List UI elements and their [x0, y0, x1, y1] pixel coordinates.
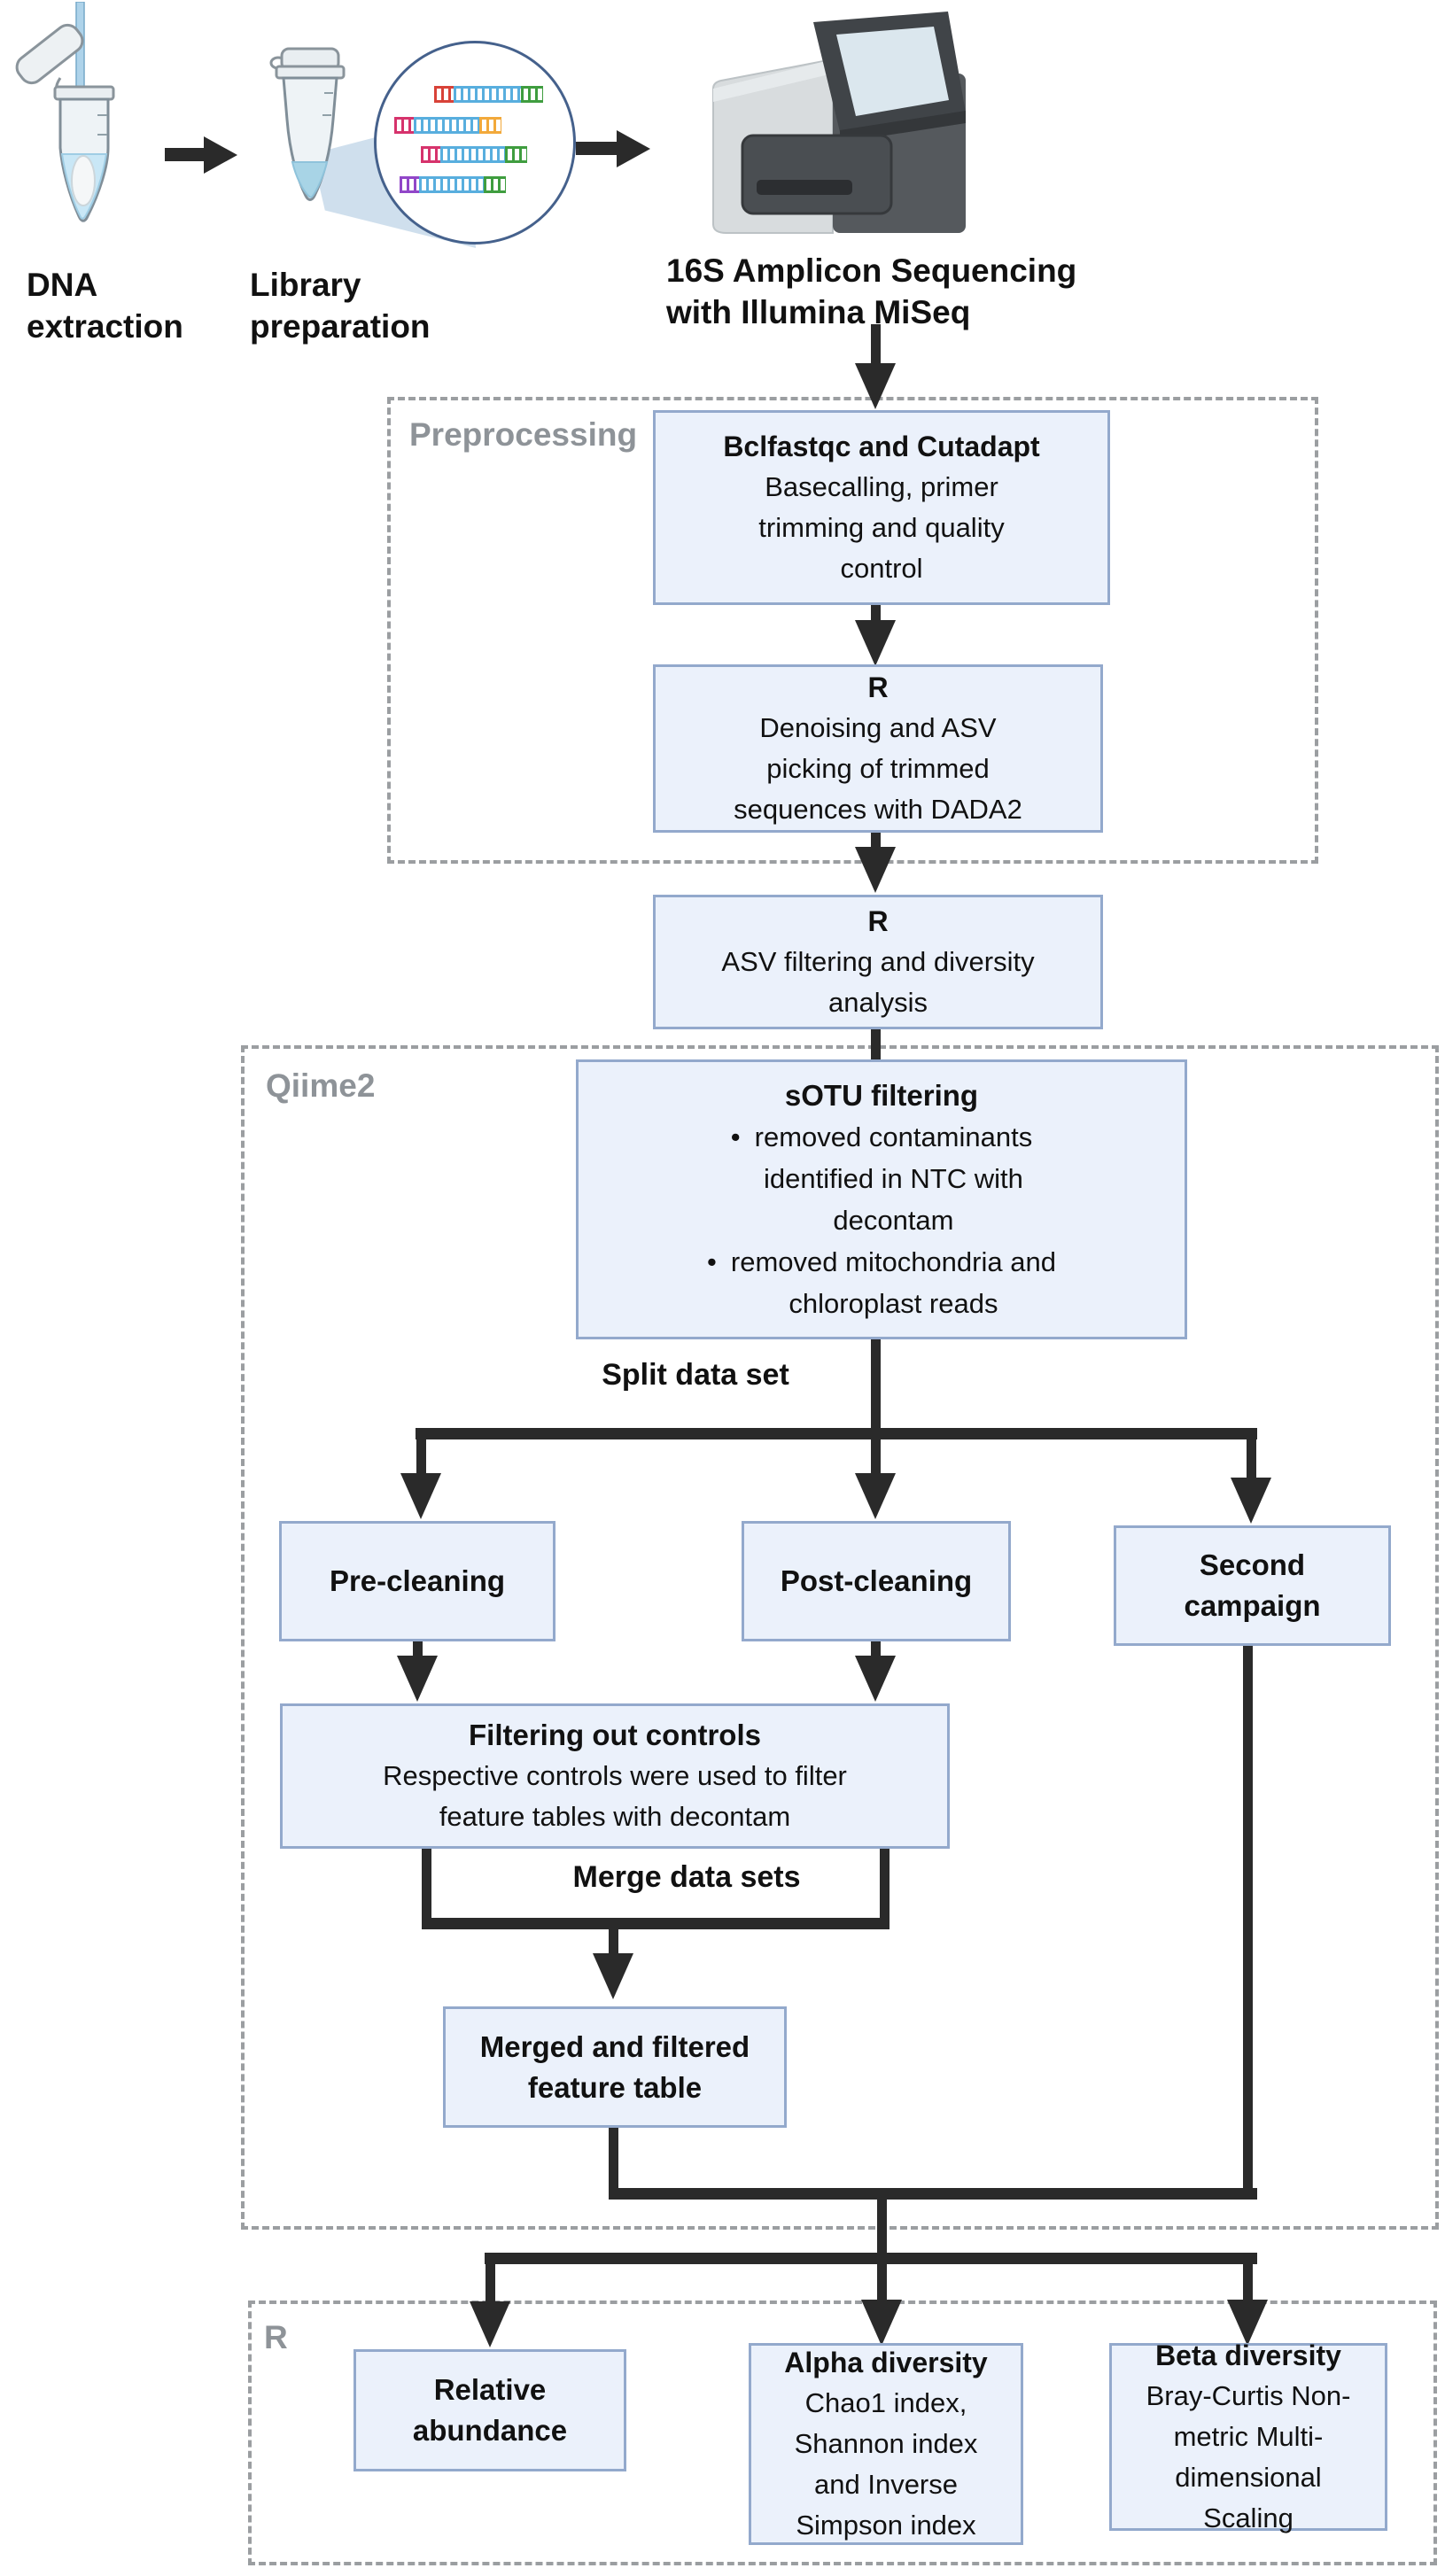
- connector-dada-to-asv: [871, 833, 881, 850]
- connector-split-to-pre: [416, 1435, 426, 1475]
- node-relative-abundance: Relative abundance: [353, 2349, 626, 2471]
- r-section-label: R: [264, 2319, 288, 2355]
- bullet-item: • removed contaminants identified in NTC…: [731, 1116, 1032, 1241]
- library-preparation-label: Library preparation: [250, 267, 431, 345]
- connector-split-to-second: [1247, 1435, 1256, 1479]
- node-post-cleaning: Post-cleaning: [742, 1521, 1011, 1641]
- node-filtering-out-controls: Filtering out controls Respective contro…: [280, 1703, 950, 1849]
- arrowhead-down-icon: [855, 1656, 896, 1702]
- miseq-sequencer-icon: [712, 12, 966, 234]
- node-title: R: [867, 905, 889, 937]
- node-pre-cleaning: Pre-cleaning: [279, 1521, 555, 1641]
- preprocessing-section-frame: [387, 397, 1318, 864]
- node-r-dada2: R Denoising and ASV picking of trimmed s…: [653, 664, 1103, 833]
- arrowhead-down-icon: [400, 1473, 441, 1519]
- connector-asv-to-sotu: [871, 1028, 881, 1063]
- node-title: R: [867, 671, 889, 703]
- dna-extraction-tube-icon: [15, 2, 115, 222]
- arrow-library-to-sequencer: [576, 142, 617, 155]
- node-merged-feature-table: Merged and filtered feature table: [443, 2006, 787, 2128]
- node-title: sOTU filtering: [784, 1078, 979, 1112]
- node-title: Relative abundance: [412, 2373, 568, 2447]
- node-title: Post-cleaning: [780, 1564, 973, 1597]
- node-title: Merged and filtered feature table: [479, 2029, 750, 2104]
- connector-sotu-to-splitbar: [871, 1339, 881, 1433]
- connector-merged-down: [609, 2128, 618, 2200]
- connector-pre-to-filter: [413, 1641, 423, 1659]
- connector-filter-left-down: [422, 1849, 431, 1929]
- node-title: Filtering out controls: [469, 1719, 761, 1751]
- arrowhead-down-icon: [861, 2300, 902, 2346]
- node-title: Beta diversity: [1155, 2339, 1341, 2371]
- r-branch-bar: [485, 2253, 1257, 2264]
- connector-sequencer-to-bcl: [871, 324, 881, 367]
- connector-rbar-to-relative: [486, 2259, 495, 2305]
- dna-fragment-icon: [421, 146, 527, 163]
- arrowhead-down-icon: [855, 363, 896, 409]
- connector-filter-right-down: [880, 1849, 890, 1929]
- merge-bar: [422, 1918, 890, 1929]
- dna-fragment-icon: [394, 117, 501, 134]
- arrowhead-down-icon: [855, 847, 896, 893]
- arrowhead-down-icon: [855, 620, 896, 666]
- arrowhead-right-icon: [617, 130, 650, 167]
- node-beta-diversity: Beta diversity Bray-Curtis Non- metric M…: [1109, 2339, 1387, 2533]
- preprocessing-section-label: Preprocessing: [409, 416, 638, 453]
- connector-post-to-filter: [871, 1641, 881, 1659]
- sequencing-label: 16S Amplicon Sequencing with Illumina Mi…: [666, 252, 1077, 330]
- arrowhead-right-icon: [204, 136, 237, 174]
- node-body: Chao1 index, Shannon index and Inverse S…: [794, 2387, 978, 2541]
- bullet-text: removed mitochondria and chloroplast rea…: [730, 1245, 1056, 1319]
- bullet-text: removed contaminants identified in NTC w…: [754, 1121, 1033, 1236]
- dna-extraction-label: DNA extraction: [27, 267, 183, 345]
- dna-fragment-icon: [400, 176, 506, 193]
- arrowhead-down-icon: [593, 1953, 633, 1999]
- node-alpha-diversity: Alpha diversity Chao1 index, Shannon ind…: [749, 2343, 1023, 2545]
- arrowhead-down-icon: [397, 1656, 438, 1702]
- node-body: ASV filtering and diversity analysis: [721, 946, 1035, 1018]
- node-bclfastqc-cutadapt: Bclfastqc and Cutadapt Basecalling, prim…: [653, 410, 1110, 605]
- node-sotu-filtering: sOTU filtering • removed contaminants id…: [576, 1059, 1187, 1339]
- dna-fragment-icon: [434, 86, 543, 103]
- join-bar: [609, 2188, 1257, 2200]
- split-data-set-label: Split data set: [602, 1358, 789, 1392]
- connector-bcl-to-dada: [871, 605, 881, 625]
- arrowhead-down-icon: [855, 1473, 896, 1519]
- arrowhead-down-icon: [1231, 1478, 1271, 1524]
- qiime2-section-frame: [241, 1045, 1439, 2230]
- node-title: Pre-cleaning: [329, 1564, 506, 1597]
- node-title: Alpha diversity: [784, 2347, 988, 2378]
- library-prep-tube-icon: [269, 47, 346, 201]
- arrowhead-down-icon: [470, 2301, 510, 2347]
- qiime2-section-label: Qiime2: [266, 1067, 376, 1104]
- node-title: Bclfastqc and Cutadapt: [723, 431, 1040, 462]
- bullet-item: • removed mitochondria and chloroplast r…: [707, 1241, 1056, 1324]
- connector-second-campaign-down: [1243, 1646, 1253, 2200]
- bullet-dot-icon: •: [730, 1121, 741, 1152]
- arrowhead-down-icon: [1227, 2300, 1268, 2346]
- node-body: Bray-Curtis Non- metric Multi- dimension…: [1146, 2380, 1351, 2533]
- connector-rbar-to-beta: [1243, 2259, 1253, 2303]
- r-section-frame: [248, 2301, 1437, 2565]
- dna-fragments-magnifier-icon: [374, 41, 576, 244]
- connector-rbar-to-alpha: [877, 2259, 887, 2303]
- bullet-dot-icon: •: [707, 1245, 717, 1277]
- node-body: Denoising and ASV picking of trimmed seq…: [734, 712, 1022, 825]
- node-title: Second campaign: [1184, 1548, 1321, 1622]
- node-body: Basecalling, primer trimming and quality…: [758, 471, 1005, 584]
- node-r-asv-filtering: R ASV filtering and diversity analysis: [653, 895, 1103, 1029]
- node-second-campaign: Second campaign: [1114, 1525, 1391, 1646]
- connector-split-to-post: [871, 1435, 881, 1475]
- connector-merge-to-merged: [609, 1929, 618, 1956]
- split-branch-bar: [416, 1428, 1257, 1439]
- merge-data-sets-label: Merge data sets: [572, 1860, 801, 1894]
- arrow-dna-to-library: [165, 148, 204, 161]
- connector-join-to-rbar: [877, 2188, 887, 2264]
- node-body: Respective controls were used to filter …: [383, 1760, 847, 1832]
